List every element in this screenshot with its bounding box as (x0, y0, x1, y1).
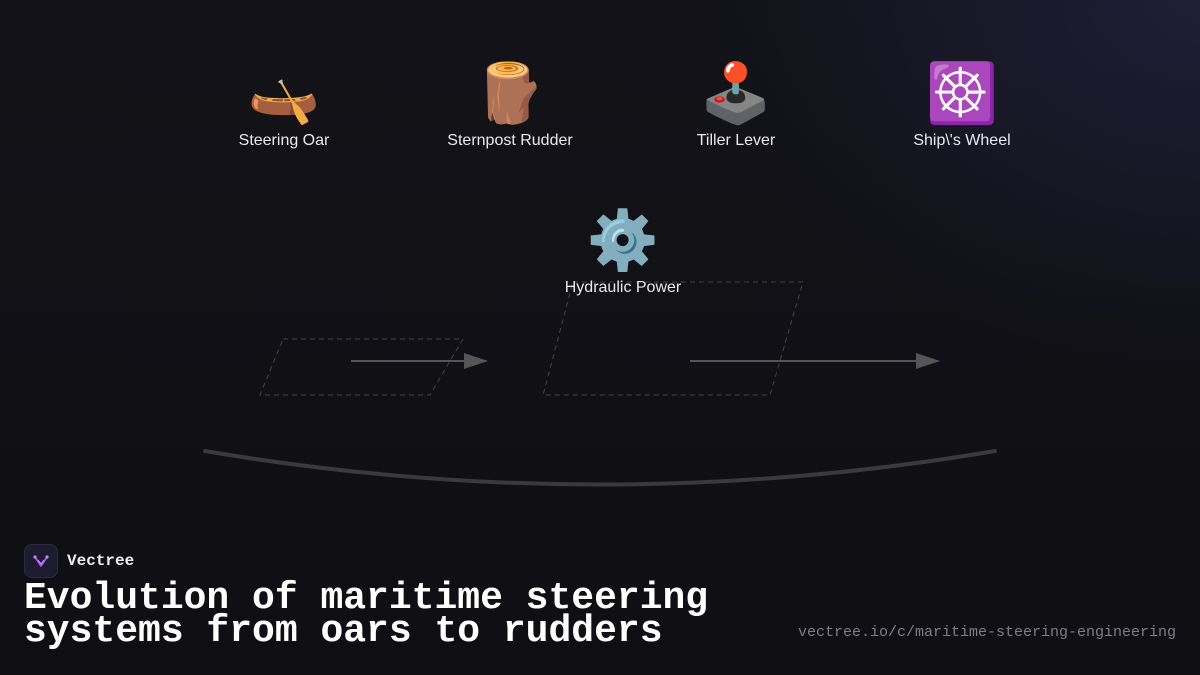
node-label: Hydraulic Power (564, 279, 682, 296)
node-steering-oar: 🛶 Steering Oar (174, 60, 394, 150)
node-label: Ship\'s Wheel (913, 132, 1011, 149)
joystick-icon: 🕹️ (699, 59, 773, 127)
dashed-box-left (259, 338, 464, 396)
node-sternpost-rudder: 🪵 Sternpost Rudder (400, 60, 620, 150)
source-url[interactable]: vectree.io/c/maritime-steering-engineeri… (797, 624, 1176, 641)
node-label: Steering Oar (238, 132, 330, 149)
page-title: Evolution of maritime steering systems f… (24, 577, 709, 653)
node-ships-wheel: ☸️ Ship\'s Wheel (852, 60, 1072, 150)
node-label: Tiller Lever (696, 132, 776, 149)
dashed-box-right (542, 281, 804, 396)
wood-log-icon: 🪵 (473, 59, 547, 127)
base-arc (203, 449, 997, 487)
node-tiller-lever: 🕹️ Tiller Lever (626, 60, 846, 150)
ship-wheel-icon: ☸️ (925, 59, 999, 127)
vectree-logo-icon (24, 544, 58, 578)
brand: Vectree (24, 544, 134, 578)
gear-icon: ⚙️ (586, 206, 660, 274)
brand-name: Vectree (67, 552, 135, 570)
node-label: Sternpost Rudder (447, 132, 573, 149)
node-hydraulic-power: ⚙️ Hydraulic Power (513, 207, 733, 297)
canoe-icon: 🛶 (247, 59, 321, 127)
